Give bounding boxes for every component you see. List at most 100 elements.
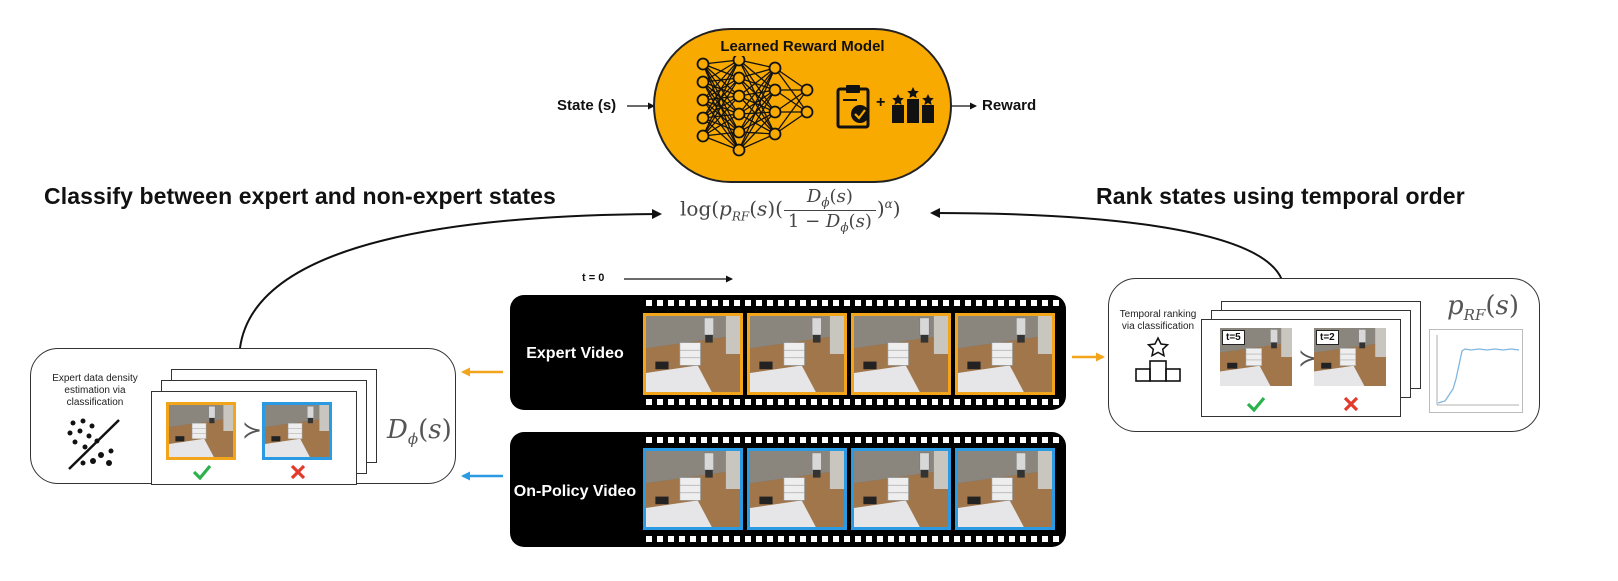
- perforation: [668, 437, 674, 443]
- reward-formula: log(pRF(s)(Dϕ(s)1 − Dϕ(s))α): [680, 186, 901, 235]
- perforation: [844, 437, 850, 443]
- network-node: [768, 61, 782, 75]
- network-edge: [738, 113, 776, 135]
- perforation: [767, 536, 773, 542]
- ranking-podium-icon: [892, 87, 934, 123]
- perforation: [789, 300, 795, 306]
- perforation: [690, 399, 696, 405]
- perforation: [778, 399, 784, 405]
- film-perforations-bottom: [646, 536, 1059, 542]
- network-node: [696, 75, 710, 89]
- perforation: [899, 399, 905, 405]
- network-node: [696, 93, 710, 107]
- ranking-caption: Temporal ranking via classification: [1119, 309, 1197, 332]
- perforation: [998, 399, 1004, 405]
- perforation: [657, 300, 663, 306]
- network-edge: [738, 59, 776, 113]
- perforation: [789, 437, 795, 443]
- perforation: [679, 536, 685, 542]
- perforation: [789, 536, 795, 542]
- perforation: [921, 536, 927, 542]
- perforation: [767, 300, 773, 306]
- scene-image: [750, 451, 844, 527]
- network-edge: [738, 59, 776, 135]
- network-edge: [702, 135, 740, 151]
- network-edge: [738, 95, 776, 135]
- expert-video-label: Expert Video: [526, 345, 624, 362]
- perforation: [745, 437, 751, 443]
- network-node: [732, 125, 746, 139]
- perforation: [943, 536, 949, 542]
- perforation: [723, 536, 729, 542]
- perforation: [954, 437, 960, 443]
- reward-output-label: Reward: [982, 97, 1037, 114]
- reward-model-title: Learned Reward Model: [720, 38, 885, 55]
- discriminator-symbol: Dϕ(s): [387, 415, 452, 449]
- video-frame: [851, 313, 951, 395]
- perforation: [921, 300, 927, 306]
- perforation: [943, 399, 949, 405]
- network-edge: [738, 67, 776, 97]
- scene-image: [854, 316, 948, 392]
- perforation: [899, 437, 905, 443]
- perforation: [822, 300, 828, 306]
- expert-video-strip: Expert Video: [510, 295, 1066, 410]
- perforation: [690, 536, 696, 542]
- perforation: [899, 536, 905, 542]
- video-frame: [955, 448, 1055, 530]
- perforation: [1042, 300, 1048, 306]
- perforation: [910, 300, 916, 306]
- check-icon: [192, 464, 212, 480]
- neural-network-icon: [696, 56, 814, 157]
- perforation: [668, 536, 674, 542]
- perforation: [866, 536, 872, 542]
- perforation: [976, 536, 982, 542]
- perforation: [866, 399, 872, 405]
- perforation: [657, 437, 663, 443]
- perforation: [1009, 437, 1015, 443]
- perforation: [822, 536, 828, 542]
- perforation: [932, 399, 938, 405]
- network-node: [800, 105, 814, 119]
- scene-image: [169, 405, 233, 457]
- progress-plot-thumbnail: [1429, 329, 1523, 413]
- perforation: [756, 437, 762, 443]
- perforation: [811, 399, 817, 405]
- perforation: [910, 437, 916, 443]
- perforation: [657, 399, 663, 405]
- perforation: [1042, 399, 1048, 405]
- perforation: [822, 437, 828, 443]
- perforation: [778, 536, 784, 542]
- network-edge: [702, 95, 740, 137]
- perforation: [987, 536, 993, 542]
- scene-image: [265, 405, 329, 457]
- network-edge: [774, 89, 808, 113]
- network-node: [732, 107, 746, 121]
- perforation: [800, 399, 806, 405]
- ranking-panel: Temporal ranking via classification t=5 …: [1108, 278, 1540, 432]
- video-frame: [747, 448, 847, 530]
- perforation: [998, 437, 1004, 443]
- right-heading: Rank states using temporal order: [1096, 183, 1465, 209]
- perforation: [811, 536, 817, 542]
- expert-state-thumbnail: [166, 402, 236, 460]
- perforation: [767, 399, 773, 405]
- perforation: [932, 300, 938, 306]
- state-input-label: State (s): [557, 97, 617, 114]
- perforation: [844, 536, 850, 542]
- network-node: [732, 143, 746, 157]
- network-edge: [738, 77, 776, 135]
- network-edge: [738, 111, 776, 151]
- perforation: [1009, 300, 1015, 306]
- film-perforations-top: [646, 300, 1059, 306]
- perforation: [877, 300, 883, 306]
- perforation: [734, 536, 740, 542]
- network-edge: [702, 59, 740, 119]
- perforation: [668, 300, 674, 306]
- perforation: [965, 399, 971, 405]
- perforation: [778, 300, 784, 306]
- perforation: [734, 399, 740, 405]
- policy-state-thumbnail: [262, 402, 332, 460]
- perforation: [800, 437, 806, 443]
- perforation: [965, 536, 971, 542]
